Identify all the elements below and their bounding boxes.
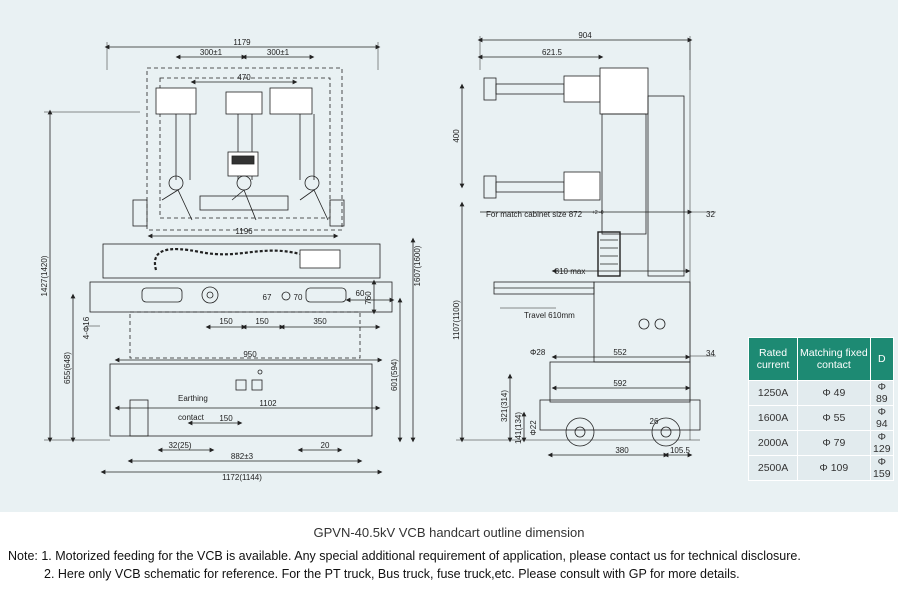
cell-current: 2000A <box>747 430 799 456</box>
side-view-labels: 904 621.5 400 For match cabinet size 872… <box>452 31 715 455</box>
dim-150a: 150 <box>219 317 233 326</box>
dim-321: 321(314) <box>500 390 509 422</box>
dim-32-side: 32 <box>706 210 715 219</box>
dim-760: 760 <box>364 291 373 305</box>
earthing-label: Earthing <box>178 394 208 403</box>
dim-phi28: Φ28 <box>530 348 546 357</box>
front-view <box>44 42 416 475</box>
cell-contact: Φ 55 <box>797 405 871 431</box>
dim-621: 621.5 <box>542 48 563 57</box>
side-view <box>456 36 716 458</box>
dim-655: 655(648) <box>63 352 72 384</box>
rating-table: Rated current Matching fixed contact D 1… <box>747 337 895 481</box>
cell-current: 2500A <box>747 455 799 481</box>
rating-table-header: Rated current Matching fixed contact D <box>747 337 895 381</box>
dim-350: 350 <box>313 317 327 326</box>
outline-drawing: 1179 300±1 300±1 470 1196 60 150 150 350… <box>40 31 716 482</box>
cell-d: Φ 89 <box>869 380 895 406</box>
cell-contact: Φ 109 <box>797 455 871 481</box>
cell-d: Φ 159 <box>869 455 895 481</box>
table-row: 1250A Φ 49 Φ 89 <box>747 380 895 406</box>
figure-caption: GPVN-40.5kV VCB handcart outline dimensi… <box>313 525 585 540</box>
dim-380: 380 <box>615 446 629 455</box>
dim-1172: 1172(1144) <box>222 473 262 482</box>
header-rated-current: Rated current <box>747 337 799 381</box>
cell-contact: Φ 49 <box>797 380 871 406</box>
match-cabinet-tolerance: +2 -0 <box>592 210 604 216</box>
dim-904: 904 <box>578 31 592 40</box>
table-row: 2000A Φ 79 Φ 129 <box>747 430 895 456</box>
cell-current: 1250A <box>747 380 799 406</box>
dim-1102: 1102 <box>259 399 277 408</box>
dim-34: 34 <box>706 349 715 358</box>
dim-552: 552 <box>613 348 627 357</box>
travel-label: Travel 610mm <box>524 311 575 320</box>
table-row: 2500A Φ 109 Φ 159 <box>747 455 895 481</box>
header-d: D <box>869 337 895 381</box>
cell-current: 1600A <box>747 405 799 431</box>
contact-label: contact <box>178 413 205 422</box>
front-view-labels: 1179 300±1 300±1 470 1196 60 150 150 350… <box>40 38 422 482</box>
dim-470: 470 <box>237 73 251 82</box>
header-matching-fixed-contact: Matching fixed contact <box>797 337 871 381</box>
dim-300-right: 300±1 <box>267 48 290 57</box>
dim-20: 20 <box>321 441 330 450</box>
dim-150b: 150 <box>255 317 269 326</box>
dim-300-left: 300±1 <box>200 48 223 57</box>
dim-70: 70 <box>294 293 303 302</box>
dim-1427: 1427(1420) <box>40 255 49 296</box>
note-1: Note: 1. Motorized feeding for the VCB i… <box>8 549 801 563</box>
dim-1179: 1179 <box>233 38 251 47</box>
dim-592: 592 <box>613 379 627 388</box>
dim-26: 26 <box>650 417 659 426</box>
dim-1196: 1196 <box>235 227 253 236</box>
drawing-panel: 1179 300±1 300±1 470 1196 60 150 150 350… <box>0 0 898 512</box>
dim-950: 950 <box>243 350 257 359</box>
dim-phi22: Φ22 <box>529 420 538 436</box>
dim-141: 141(134) <box>514 412 523 444</box>
dim-882: 882±3 <box>231 452 254 461</box>
dim-601: 601(594) <box>390 359 399 391</box>
dim-phi-67: 67 <box>263 293 272 302</box>
cell-d: Φ 94 <box>869 405 895 431</box>
dim-150-earthing: 150 <box>219 414 233 423</box>
cell-contact: Φ 79 <box>797 430 871 456</box>
dim-810: 810 max <box>555 267 586 276</box>
dim-60: 60 <box>356 289 365 298</box>
dim-32: 32(25) <box>168 441 191 450</box>
table-row: 1600A Φ 55 Φ 94 <box>747 405 895 431</box>
match-cabinet-label: For match cabinet size 872 <box>486 210 583 219</box>
note-2: 2. Here only VCB schematic for reference… <box>44 567 740 581</box>
dim-400: 400 <box>452 129 461 143</box>
cell-d: Φ 129 <box>869 430 895 456</box>
dim-phi16: 4-Φ16 <box>82 316 91 339</box>
dim-1107: 1107(1100) <box>452 300 461 340</box>
dim-1607: 1607(1600) <box>413 245 422 286</box>
dim-105: 105.5 <box>670 446 691 455</box>
notes: Note: 1. Motorized feeding for the VCB i… <box>8 547 898 583</box>
